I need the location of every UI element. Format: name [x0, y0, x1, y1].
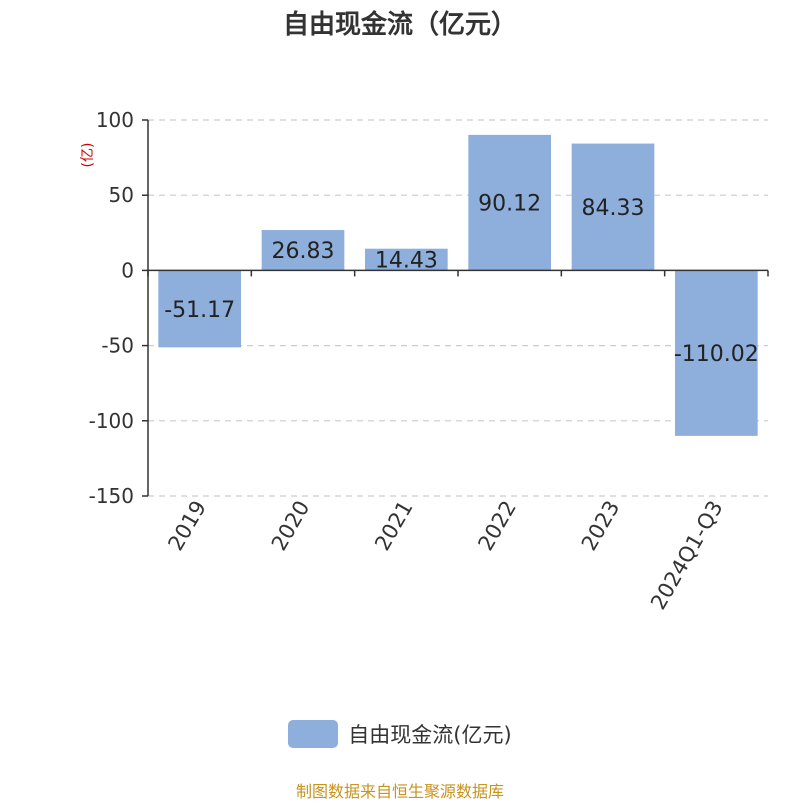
- bar: [675, 270, 758, 436]
- bar: [365, 248, 448, 271]
- y-tick-label: 50: [109, 183, 134, 207]
- x-tick-label: 2020: [267, 497, 315, 555]
- legend-label: 自由现金流(亿元): [348, 723, 512, 747]
- data-label: 90.12: [478, 192, 541, 217]
- y-tick-label: 100: [96, 108, 134, 132]
- data-label: 14.43: [375, 249, 438, 274]
- y-tick-label: 0: [121, 258, 134, 282]
- data-source-note: 制图数据来自恒生聚源数据库: [295, 782, 504, 801]
- data-label: 26.83: [272, 239, 335, 264]
- bar: [468, 134, 551, 271]
- y-tick-label: -50: [101, 334, 134, 358]
- data-labels: -51.17 26.83 14.43 90.12 84.33 -110.02: [164, 192, 759, 368]
- bar: [158, 270, 241, 348]
- legend-swatch: [288, 720, 339, 748]
- x-tick-label: 2024Q1-Q3: [646, 497, 728, 614]
- x-tick-label: 2023: [577, 497, 625, 555]
- chart-title: 自由现金流（亿元）: [282, 10, 517, 40]
- grid-lines: [148, 119, 768, 497]
- bar: [571, 143, 655, 271]
- legend[interactable]: 自由现金流(亿元): [0, 719, 800, 749]
- data-label: -51.17: [164, 298, 235, 323]
- y-tick-label: -150: [89, 484, 134, 508]
- x-tick-label: 2019: [163, 497, 211, 555]
- bars: [158, 134, 758, 436]
- data-label: -110.02: [674, 342, 759, 367]
- x-tick-label: 2022: [473, 497, 521, 555]
- x-tick-label: 2021: [370, 497, 418, 555]
- bar: [261, 230, 345, 271]
- data-label: 84.33: [582, 196, 645, 221]
- y-tick-label: -100: [89, 409, 134, 433]
- y-axis-label: (亿): [80, 143, 96, 168]
- axes: 100 50 0 -50 -100 -150 2019 2020 2021 2022 2023 202…: [89, 108, 769, 614]
